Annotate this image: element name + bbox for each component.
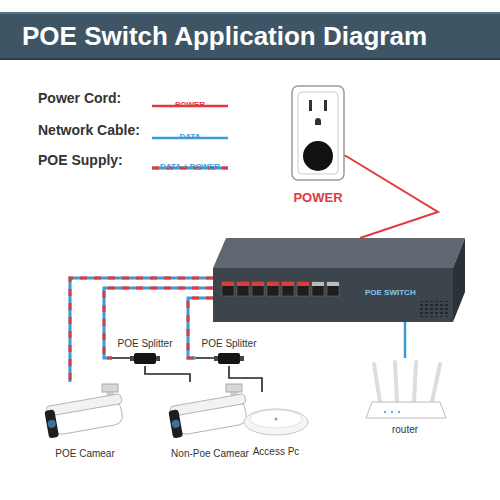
legend-row: Network Cable: (38, 122, 140, 139)
node-label: POE SWITCH (365, 288, 465, 298)
poe-switch: POE SWITCH (213, 238, 465, 322)
poe-cable (104, 288, 213, 358)
poe-switch-body (213, 238, 465, 322)
power-dash (104, 288, 213, 358)
cable-cable (145, 366, 190, 382)
node-label: POE Splitter (196, 338, 262, 350)
power-outlet: POWER (290, 86, 346, 206)
legend-text: Power Cord: (38, 90, 121, 107)
power-outlet (292, 86, 346, 180)
sample-label: DATA + POWER (160, 162, 220, 171)
node-label: POE Camear (40, 448, 130, 460)
poe-cable (70, 278, 213, 382)
dc-cable (229, 366, 262, 392)
sample-label-holder: DATA (150, 125, 230, 143)
splitter-device (112, 353, 244, 364)
title-text: POE Switch Application Diagram (22, 14, 427, 58)
dc-cable (145, 366, 190, 382)
power-cable (346, 156, 438, 238)
poe-splitter: POE Splitter (112, 338, 178, 366)
node-label: Non-Poe Camear (170, 448, 250, 460)
non-poe-camera: Non-Poe Camear (170, 382, 250, 460)
camera-icon (168, 384, 250, 439)
sample-label-holder: POWER (150, 93, 230, 111)
access-point-icon (244, 409, 308, 435)
title-banner: POE Switch Application Diagram (0, 12, 500, 60)
legend-row: POE Supply: (38, 152, 123, 169)
poe-splitter: POE Splitter (196, 338, 262, 366)
poe-camera: POE Camear (40, 382, 130, 460)
power-line (346, 156, 438, 238)
router-icon (366, 362, 446, 418)
sample-label-holder: DATA + POWER (150, 155, 230, 173)
router: router (362, 358, 448, 436)
legend-samples (152, 106, 228, 168)
data-line (104, 288, 213, 358)
legend-row: Power Cord: (38, 90, 121, 107)
node-label: POWER (290, 190, 346, 206)
legend-text: Network Cable: (38, 122, 140, 139)
node-label: POE Splitter (112, 338, 178, 350)
power-dash (70, 278, 213, 382)
sample-label: DATA (179, 132, 200, 141)
camera-icon (44, 384, 126, 439)
data-cable (405, 322, 406, 358)
legend-text: POE Supply: (38, 152, 123, 169)
data-line (70, 278, 213, 382)
cable-cable (229, 366, 262, 392)
node-label: router (362, 424, 448, 436)
access-point: Access Pc (240, 392, 312, 458)
sample-label: POWER (175, 100, 205, 109)
node-label: Access Pc (240, 446, 312, 458)
data-line (404, 322, 407, 358)
